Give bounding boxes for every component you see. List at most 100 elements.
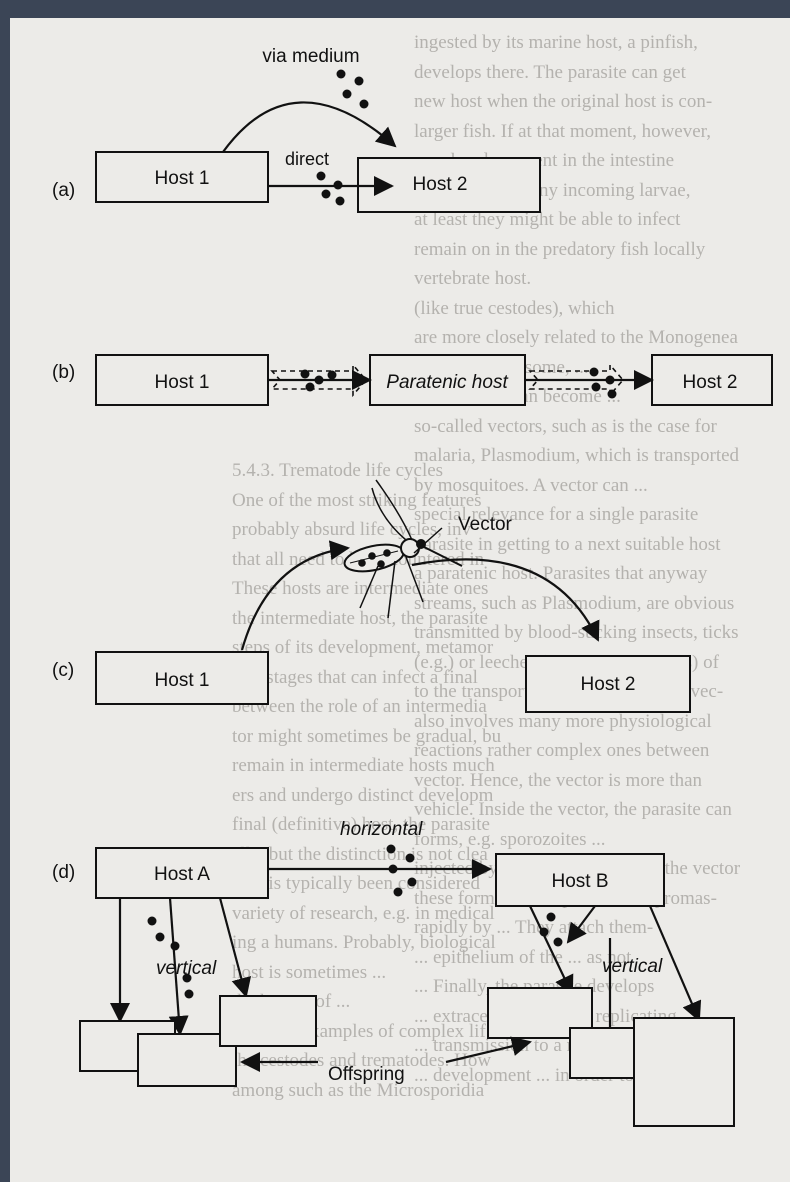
parasite-dot: [553, 937, 563, 947]
background-text-line: forms, e.g. sporozoites ...: [414, 828, 606, 850]
host-2-label-c: Host 2: [581, 674, 636, 695]
parasite-dot: [539, 927, 549, 937]
background-text-line: special relevance for a single parasite: [414, 504, 699, 525]
paratenic-arrow-outline-1: [270, 362, 368, 398]
background-text-line: remain on in the predatory fish locally: [414, 238, 706, 260]
offspring-box-6: [633, 1017, 735, 1127]
background-text-line: parasite in getting to a next suitable h…: [414, 533, 721, 555]
book-page: ingested by its marine host, a pinfish, d…: [10, 18, 790, 1182]
background-text-line: ally, but the distinction is not clea: [232, 843, 488, 865]
background-text-line: ingested by its marine host, a pinfish,: [414, 32, 698, 53]
background-text-line: among such as the Microsporidia: [232, 1079, 485, 1101]
paratenic-arrow-outline-2: [528, 362, 625, 398]
parasite-dot: [354, 76, 364, 86]
panel-b-letter: (b): [52, 362, 75, 383]
parasite-dot: [333, 180, 343, 190]
host-a-label: Host A: [154, 864, 210, 885]
background-text-line: larger fish. If at that moment, however,: [414, 120, 711, 142]
paratenic-host-box: [369, 354, 526, 406]
background-text-line: also involves many more physiological: [414, 710, 712, 732]
panel-a-letter: (a): [52, 180, 75, 201]
background-text-line: variety of research, e.g. in medical: [232, 902, 495, 924]
panel-a: (a) Host 1 Host 2 via medium direct: [52, 46, 541, 213]
host-1-box-c: [95, 651, 269, 705]
horizontal-label: horizontal: [340, 819, 423, 840]
panel-c-letter: (c): [52, 660, 74, 681]
parasite-dot: [591, 382, 601, 392]
parasite-dot: [321, 189, 331, 199]
host-1-box-b: [95, 354, 269, 406]
via-medium-label: via medium: [262, 46, 359, 67]
parasite-dot: [342, 89, 352, 99]
host-1-label-a: Host 1: [155, 168, 210, 189]
offspring-pointer-right: [445, 1036, 532, 1064]
from-vector-arrow: [411, 558, 600, 642]
background-text-line: a paratenic host. Parasites that anyway: [414, 563, 708, 584]
to-vector-arrow: [240, 540, 350, 651]
background-text-line: 5.4.3. Trematode life cycles: [232, 460, 444, 481]
parasite-dot: [589, 367, 599, 377]
parasite-dot: [336, 69, 346, 79]
direct-label: direct: [285, 149, 329, 169]
host-1-box-a: [95, 151, 269, 203]
parasite-dot: [607, 389, 617, 399]
background-text-line: remain in intermediate hosts much: [232, 755, 495, 776]
transmission-modes-diagram: (a) Host 1 Host 2 via medium direct (b) …: [52, 46, 773, 1127]
host-b-label: Host B: [551, 871, 608, 892]
background-text-line: ... epithelium of the ... as not: [414, 946, 632, 968]
background-text-line: steps of its development, metamor: [232, 637, 494, 658]
background-text-line: These hosts are intermediate ones: [232, 578, 489, 599]
offspring-box-3: [219, 995, 317, 1047]
vector-label: Vector: [458, 514, 513, 535]
vertical-right-arrow-1: [529, 905, 574, 996]
parasite-dot: [184, 989, 194, 999]
host-1-label-c: Host 1: [155, 670, 210, 691]
vertical-left-label: vertical: [156, 958, 217, 979]
background-text-line: final (definitive) host, the parasite: [232, 814, 490, 835]
parasite-dot: [314, 375, 324, 385]
background-text-line: are more closely related to the Monogene…: [414, 327, 738, 348]
background-text-line: new host when the original host is con-: [414, 91, 713, 112]
background-text-line: (like true cestodes), which: [414, 297, 615, 319]
parasite-dot: [305, 382, 315, 392]
vertical-right-label: vertical: [602, 956, 663, 977]
background-text-line: vehicle. Inside the vector, the parasite…: [414, 799, 732, 820]
background-text-line: probably absurd life cycles, inv: [232, 519, 472, 540]
panel-d: (d) Host A Host B horizontal vertical: [52, 819, 735, 1127]
parasite-dot: [405, 853, 415, 863]
host-2-box-b: [651, 354, 773, 406]
background-text-line: vector. Hence, the vector is more than: [414, 769, 703, 791]
vertical-left-arrow-3: [218, 897, 252, 998]
parasite-dot: [170, 941, 180, 951]
background-text-line: transmitted by blood-sucking insects, ti…: [414, 622, 739, 643]
background-text-line: host is sometimes ...: [232, 961, 387, 983]
parasite-dot: [605, 375, 615, 385]
paratenic-host-label: Paratenic host: [386, 372, 508, 393]
host-2-label-a: Host 2: [413, 174, 468, 195]
background-text-line: One of the most striking features: [232, 489, 482, 511]
panel-c: (c) Host 1 Host 2 Vector: [52, 479, 691, 713]
background-text-line: reactions rather complex ones between: [414, 740, 710, 761]
parasite-dot: [407, 877, 417, 887]
panel-b: (b) Host 1 Paratenic host Host 2: [52, 354, 773, 406]
parasite-dot: [316, 171, 326, 181]
background-text-line: ers and undergo distinct developm: [232, 784, 494, 806]
host-2-label-b: Host 2: [683, 372, 738, 393]
parasite-dot: [300, 369, 310, 379]
parasite-dot: [359, 99, 369, 109]
panel-d-letter: (d): [52, 862, 75, 883]
background-text-line: the cestodes and trematodes. How: [232, 1050, 492, 1071]
parasite-dot: [388, 864, 398, 874]
vertical-right-arrow-2: [566, 905, 596, 944]
background-text-line: vertebrate host.: [414, 268, 532, 289]
host-2-box-c: [525, 655, 691, 713]
parasite-dot: [393, 887, 403, 897]
parasite-dot: [327, 370, 337, 380]
mosquito-vector-icon: [343, 479, 463, 619]
host-a-box: [95, 847, 269, 899]
parasite-dot: [546, 912, 556, 922]
parasite-dot: [147, 916, 157, 926]
background-text-line: into stages that can infect a final: [232, 666, 478, 688]
vertical-right-arrow-3: [648, 905, 702, 1022]
